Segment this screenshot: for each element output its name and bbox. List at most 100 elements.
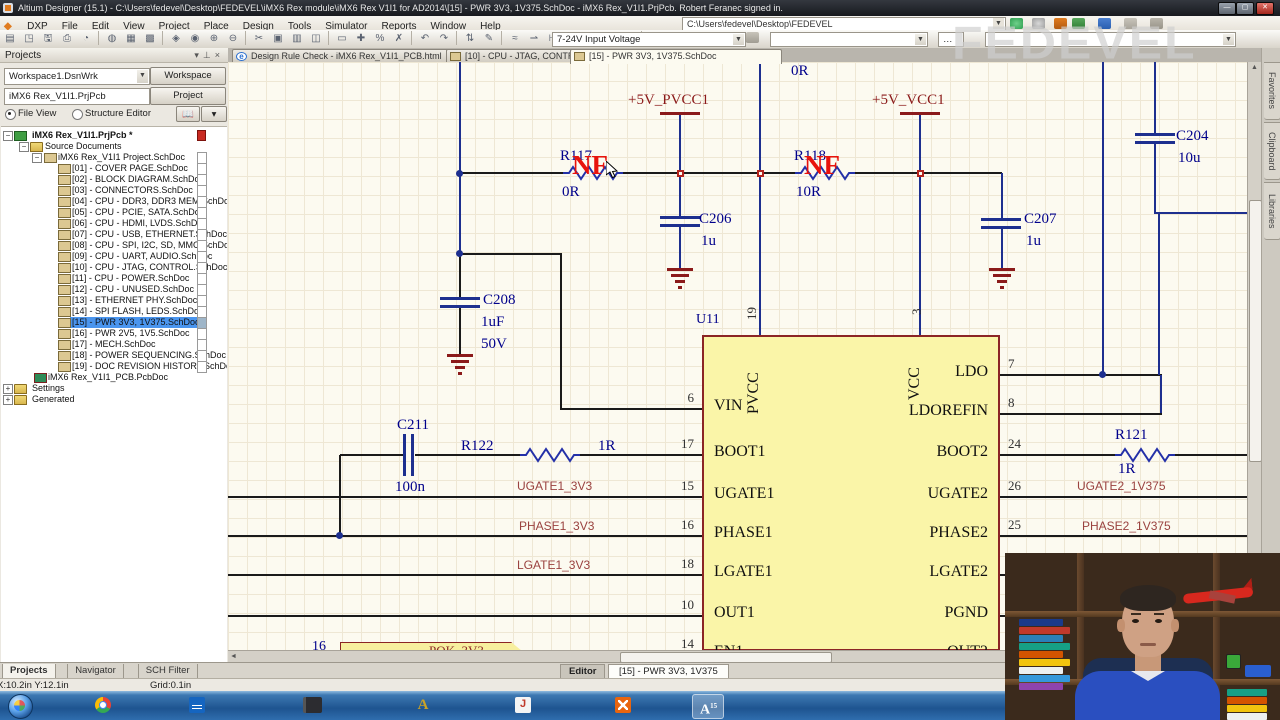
tree-item[interactable]: −iMX6 Rex_V1I1 Project.SchDoc [1,152,227,164]
maximize-button[interactable]: ▢ [1236,2,1254,15]
tree-item[interactable]: +Generated [1,394,227,405]
toolbar-button-29[interactable]: ✎ [484,33,494,44]
toolbar-button-7[interactable]: ▦ [126,33,136,44]
tree-item[interactable]: [01] - COVER PAGE.SchDoc [1,163,227,175]
taskbar-icon-book[interactable] [296,694,326,717]
toolbar-button-17[interactable]: ▥ [292,33,302,44]
project-dropdown[interactable]: iMX6 Rex_V1I1.PrjPcb [4,88,150,105]
toolbar-button-20[interactable]: ▭ [337,33,347,44]
toolbar-button-25[interactable]: ↶ [420,33,430,44]
toolbar-button-8[interactable]: ▩ [145,33,155,44]
tree-item[interactable]: [10] - CPU - JTAG, CONTROL.SchDoc [1,262,227,274]
menu-item-dxp[interactable]: DXP [27,21,48,32]
tree-item[interactable]: [03] - CONNECTORS.SchDoc [1,185,227,197]
toolbar-button-15[interactable]: ✂ [254,33,264,44]
pin-icon[interactable]: ⊥ [202,50,215,60]
menu-item-project[interactable]: Project [158,21,190,32]
panel-tab-navigator[interactable]: Navigator [67,664,124,679]
scroll-left-icon[interactable]: ◄ [230,653,237,660]
file-view-radio[interactable] [5,109,16,120]
tree-item[interactable]: [04] - CPU - DDR3, DDR3 MEM.SchDoc [1,196,227,208]
scope-dropdown[interactable]: ▼ [770,32,928,47]
tree-item[interactable]: [08] - CPU - SPI, I2C, SD, MMC.SchDoc [1,240,227,252]
tree-item[interactable]: [19] - DOC REVISION HISTORY.SchDoc [1,361,227,373]
tree-item[interactable]: [17] - MECH.SchDoc [1,339,227,351]
tree-item[interactable]: +Settings [1,383,227,394]
toolbar-button-0[interactable]: ▤ [5,33,15,44]
tree-item[interactable]: [02] - BLOCK DIAGRAM.SchDoc [1,174,227,186]
tree-item[interactable]: [15] - PWR 3V3, 1V375.SchDoc [1,317,227,329]
menu-item-tools[interactable]: Tools [287,21,312,32]
side-tab-libraries[interactable]: Libraries [1264,182,1280,240]
minimize-button[interactable]: — [1218,2,1236,15]
print-icon[interactable] [1124,18,1137,29]
panel-tab-projects[interactable]: Projects [2,664,56,679]
refresh-icon[interactable] [1010,18,1023,29]
menu-item-help[interactable]: Help [480,21,501,32]
resistor-R118[interactable] [795,165,855,181]
menu-item-window[interactable]: Window [430,21,467,32]
menu-item-file[interactable]: File [61,21,78,32]
panel-menu-icon[interactable]: ▾ [194,50,203,60]
taskbar-icon-chrome[interactable] [88,694,118,717]
filter-dropdown[interactable]: ▼ [985,32,1236,47]
toolbar-button-31[interactable]: ≈ [512,33,518,44]
side-tab-favorites[interactable]: Favorites [1264,62,1280,120]
toolbar-button-11[interactable]: ◉ [190,33,200,44]
start-button[interactable] [8,694,33,719]
menu-item-edit[interactable]: Edit [91,21,110,32]
project-button[interactable]: Project [150,87,226,105]
menu-item-place[interactable]: Place [203,21,229,32]
tree-expand-icon[interactable]: − [3,131,13,141]
tree-expand-icon[interactable]: − [32,153,42,163]
tree-item[interactable]: [12] - CPU - UNUSED.SchDoc [1,284,227,296]
workspace-dropdown[interactable]: Workspace1.DsnWrk ▼ [4,68,150,85]
menu-item-design[interactable]: Design [242,21,274,32]
toolbar-button-28[interactable]: ⇅ [465,33,475,44]
cross-probe-icon[interactable] [1150,18,1163,29]
tree-expand-icon[interactable]: + [3,384,13,394]
toolbar-button-2[interactable]: 🖫 [43,33,53,44]
document-tab-3[interactable]: [15] - PWR 3V3, 1V375.SchDoc [570,49,782,64]
panel-close-icon[interactable]: × [214,50,224,60]
menu-item-reports[interactable]: Reports [381,21,417,32]
tree-item[interactable]: [16] - PWR 2V5, 1V5.SchDoc [1,328,227,340]
tree-item[interactable]: [18] - POWER SEQUENCING.SchDoc [1,350,227,362]
toolbar-button-12[interactable]: ⊕ [209,33,219,44]
tree-item[interactable]: [05] - CPU - PCIE, SATA.SchDoc [1,207,227,219]
tree-item[interactable]: [13] - ETHERNET PHY.SchDoc [1,295,227,307]
toolbar-button-21[interactable]: ✚ [356,33,366,44]
side-tab-clipboard[interactable]: Clipboard [1264,122,1280,180]
toolbar-button-13[interactable]: ⊖ [228,33,238,44]
tree-item[interactable]: −Source Documents [1,141,227,152]
tree-expand-icon[interactable]: − [19,142,29,152]
toolbar-button-6[interactable]: ◍ [107,33,117,44]
toolbar-button-1[interactable]: ◳ [24,33,34,44]
scroll-up-icon[interactable]: ▲ [1251,64,1258,71]
browse-button[interactable]: … [938,32,964,47]
signal-icon[interactable] [1098,18,1111,29]
ic-U11-body[interactable] [702,335,1000,650]
tree-item[interactable]: [06] - CPU - HDMI, LVDS.SchDoc [1,218,227,230]
toolbar-button-18[interactable]: ◫ [311,33,321,44]
excel-icon[interactable] [1072,18,1085,29]
taskbar-icon-java[interactable]: J [508,694,538,717]
vertical-scrollbar[interactable]: ▲ [1247,62,1262,650]
tree-item[interactable]: [09] - CPU - UART, AUDIO.SchDoc [1,251,227,263]
workspace-button[interactable]: Workspace [150,67,226,85]
tree-item[interactable]: iMX6 Rex_V1I1_PCB.PcbDoc [1,372,227,383]
toolbar-button-10[interactable]: ◈ [172,33,180,44]
toolbar-button-26[interactable]: ↷ [439,33,449,44]
structure-editor-radio[interactable] [72,109,83,120]
vault-icon-button[interactable]: 📖 [176,106,200,122]
toolbar-button-32[interactable]: ⇀ [529,33,539,44]
toolbar-button-16[interactable]: ▣ [273,33,283,44]
resistor-R122[interactable] [520,447,580,463]
taskbar-icon-altium-15[interactable]: A15 [692,694,724,719]
toolbar-button-23[interactable]: ✗ [394,33,404,44]
toolbar-button-4[interactable]: ◔ [82,33,90,44]
toolbar-button-22[interactable]: % [375,33,385,44]
tree-item[interactable]: [07] - CPU - USB, ETHERNET.SchDoc [1,229,227,241]
